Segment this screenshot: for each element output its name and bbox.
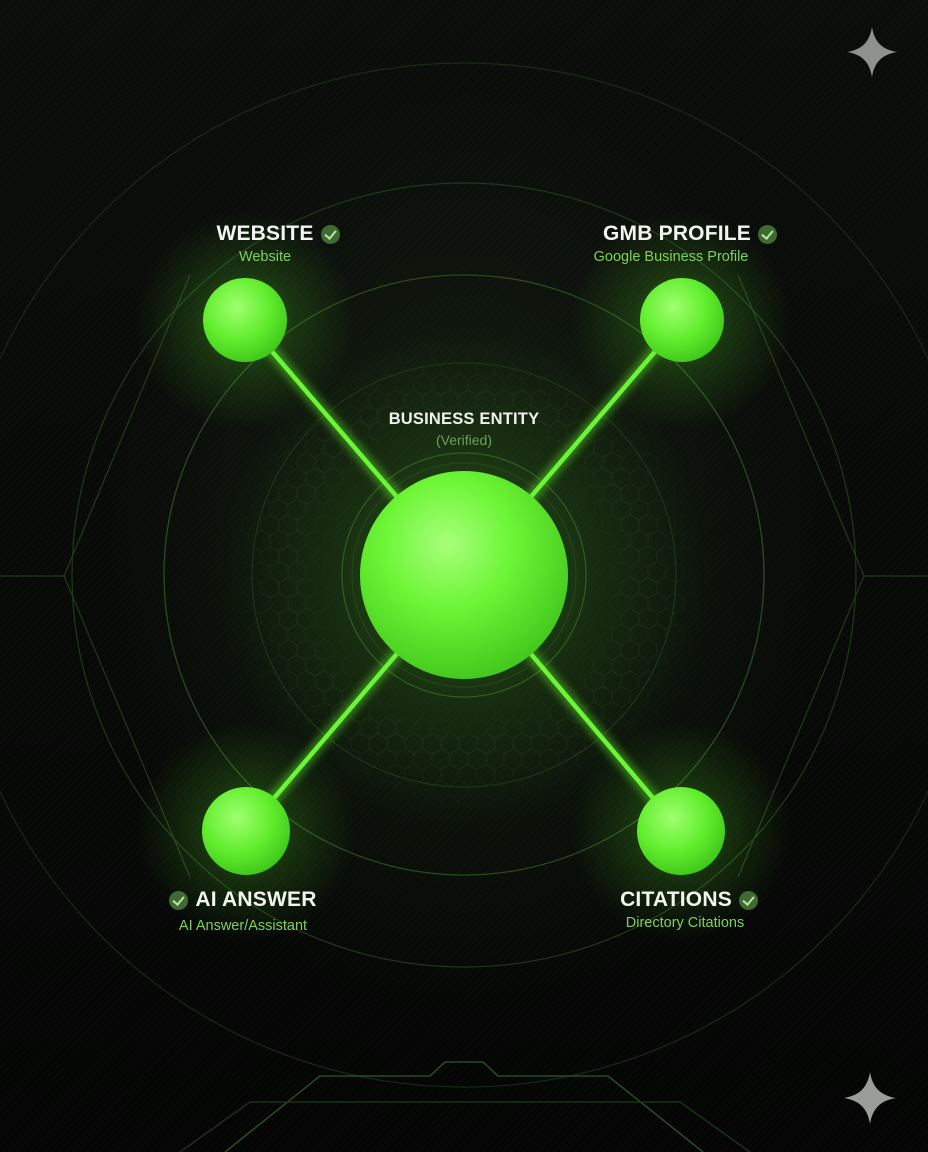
check-circle-icon: [320, 224, 340, 244]
citations-subtitle: Directory Citations: [625, 915, 745, 931]
ai-answer-label: AI ANSWER AI Answer/Assistant: [113, 888, 373, 934]
business-entity-node: [360, 471, 568, 679]
floor-platform: [179, 1061, 751, 1152]
ai-answer-title: AI ANSWER: [195, 888, 317, 911]
business-entity-title: BUSINESS ENTITY: [388, 410, 540, 428]
gmb-profile-title: GMB PROFILE: [602, 222, 752, 245]
ai-answer-subtitle: AI Answer/Assistant: [178, 917, 308, 934]
website-title: WEBSITE: [216, 222, 314, 245]
website-subtitle: Website: [238, 249, 292, 265]
check-circle-icon: [169, 890, 189, 910]
gmb-profile-label: GMB PROFILE Google Business Profile: [560, 222, 820, 265]
business-entity-subtitle: (Verified): [435, 432, 493, 448]
sparkle-icon: [847, 27, 897, 77]
ai-answer-node: [202, 787, 290, 875]
check-circle-icon: [758, 224, 778, 244]
website-node: [203, 278, 287, 362]
citations-node: [637, 787, 725, 875]
gmb-profile-node: [640, 278, 724, 362]
sparkle-icon: [844, 1072, 896, 1124]
business-entity-label: BUSINESS ENTITY (Verified): [364, 410, 564, 448]
gmb-profile-subtitle: Google Business Profile: [593, 249, 749, 265]
citations-title: CITATIONS: [620, 888, 732, 911]
website-label: WEBSITE Website: [148, 222, 408, 265]
check-circle-icon: [738, 890, 758, 910]
citations-label: CITATIONS Directory Citations: [559, 888, 819, 931]
